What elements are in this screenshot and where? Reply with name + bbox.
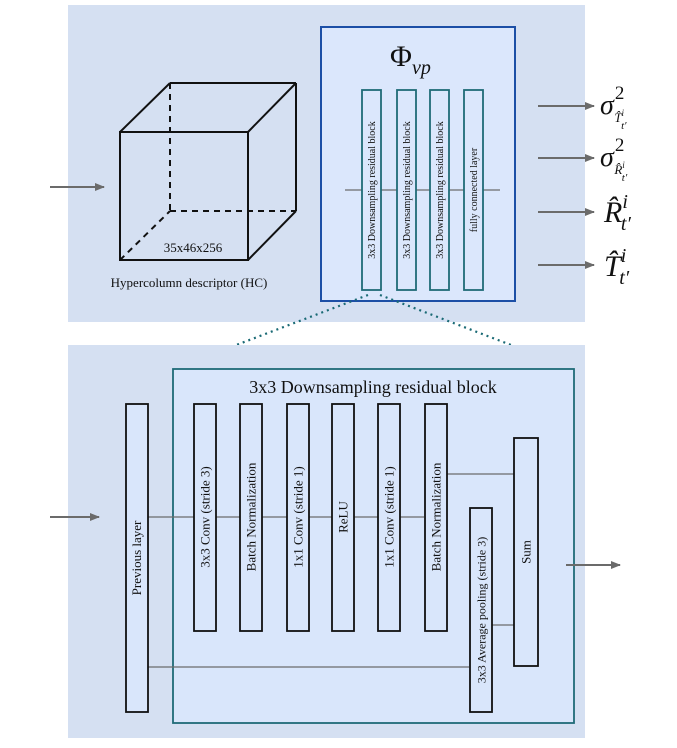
layer-1x1-conv-2: 1x1 Conv (stride 1) — [377, 403, 401, 632]
svg-text:3x3 Downsampling residual bloc: 3x3 Downsampling residual block — [367, 121, 378, 258]
svg-text:Batch Normalization: Batch Normalization — [244, 462, 259, 571]
svg-text:Sum: Sum — [519, 540, 534, 564]
cube-caption: Hypercolumn descriptor (HC) — [111, 275, 268, 290]
phi-vp-title: Φvp — [390, 40, 431, 79]
phi-block-1: 3x3 Downsampling residual block — [361, 89, 382, 291]
layer-1x1-conv-1: 1x1 Conv (stride 1) — [286, 403, 310, 632]
phi-block-2: 3x3 Downsampling residual block — [396, 89, 417, 291]
layer-3x3-conv: 3x3 Conv (stride 3) — [193, 403, 217, 632]
layer-batch-norm-1: Batch Normalization — [239, 403, 263, 632]
residual-block-title: 3x3 Downsampling residual block — [249, 377, 496, 397]
layer-relu: ReLU — [331, 403, 355, 632]
svg-text:3x3 Downsampling residual bloc: 3x3 Downsampling residual block — [402, 121, 413, 258]
phi-block-fc: fully connected layer — [463, 89, 484, 291]
sum-block: Sum — [513, 437, 539, 667]
svg-text:fully connected layer: fully connected layer — [469, 147, 480, 232]
svg-text:Previous layer: Previous layer — [129, 520, 144, 595]
svg-text:ReLU: ReLU — [336, 501, 351, 533]
layer-batch-norm-2: Batch Normalization — [424, 403, 448, 632]
svg-text:1x1 Conv (stride 1): 1x1 Conv (stride 1) — [291, 466, 306, 567]
svg-text:1x1 Conv (stride 1): 1x1 Conv (stride 1) — [382, 466, 397, 567]
svg-text:Batch Normalization: Batch Normalization — [429, 462, 444, 571]
cube-dimensions: 35x46x256 — [164, 240, 223, 255]
svg-text:3x3 Average pooling (stride 3): 3x3 Average pooling (stride 3) — [475, 537, 489, 683]
svg-text:3x3 Downsampling residual bloc: 3x3 Downsampling residual block — [435, 121, 446, 258]
average-pooling-block: 3x3 Average pooling (stride 3) — [469, 507, 493, 713]
hypercolumn-cube — [119, 82, 297, 261]
zoom-line-right — [379, 293, 575, 371]
previous-layer-block: Previous layer — [125, 403, 149, 713]
svg-text:3x3 Conv (stride 3): 3x3 Conv (stride 3) — [198, 466, 213, 567]
phi-block-3: 3x3 Downsampling residual block — [429, 89, 450, 291]
